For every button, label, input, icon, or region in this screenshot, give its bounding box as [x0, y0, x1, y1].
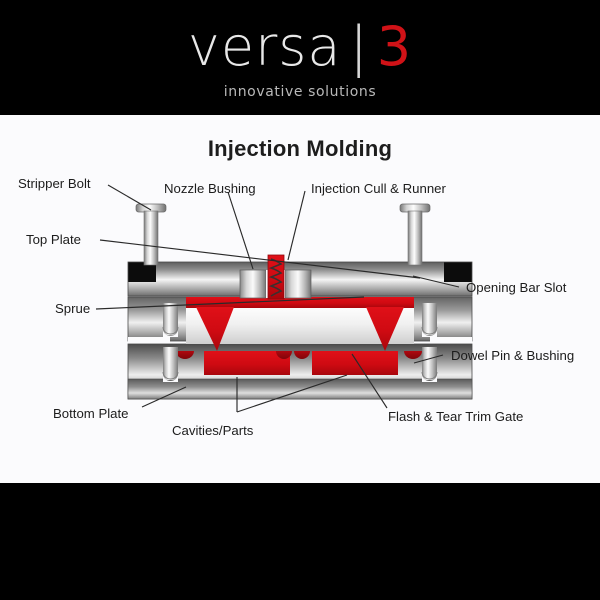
- leader-lines: [95, 184, 460, 413]
- cavity-parts: [204, 351, 398, 375]
- leader-opening-bar-slot: [412, 275, 460, 288]
- leader-injection-cull-runner: [287, 190, 306, 261]
- cavity-part-left: [204, 351, 290, 375]
- label-cavities-parts: Cavities/Parts: [172, 423, 254, 438]
- label-flash-tear-trim-gate: Flash & Tear Trim Gate: [388, 409, 523, 424]
- flash-tear-trim-gates: [176, 351, 422, 359]
- leader-top-plate: [99, 239, 421, 279]
- leader-cavities-parts-b: [236, 374, 348, 413]
- injection-cull-and-runner: [186, 297, 414, 351]
- diagram-panel: Injection Molding: [0, 115, 600, 483]
- leader-bottom-plate: [141, 386, 187, 408]
- label-dowel-pin-bushing: Dowel Pin & Bushing: [451, 348, 574, 363]
- label-top-plate: Top Plate: [26, 232, 81, 247]
- diagram-title: Injection Molding: [207, 136, 393, 161]
- brand-number: 3: [376, 15, 413, 78]
- label-bottom-plate: Bottom Plate: [53, 406, 129, 421]
- leader-flash-tear-trim-gate: [351, 353, 388, 409]
- label-stripper-bolt: Stripper Bolt: [18, 176, 91, 191]
- label-injection-cull-runner: Injection Cull & Runner: [311, 181, 446, 196]
- leader-stripper-bolt: [107, 184, 152, 211]
- dowel-pins-and-bushings: [162, 303, 438, 382]
- opening-bar-slot-right: [444, 262, 472, 282]
- brand-header: versa|3 innovative solutions: [0, 0, 600, 115]
- cavity-part-right: [312, 351, 398, 375]
- figure-labels: Stripper Bolt Nozzle Bushing Injection C…: [18, 176, 574, 438]
- stripper-bolt-left: [135, 203, 167, 266]
- mold-assembly: [127, 203, 473, 400]
- brand-separator: |: [349, 15, 369, 78]
- sprue-wedge-left: [196, 307, 234, 351]
- opening-bar-slot-left: [128, 262, 156, 282]
- stripper-bolt-right: [399, 203, 431, 266]
- label-opening-bar-slot: Opening Bar Slot: [466, 280, 567, 295]
- brand-tagline: innovative solutions: [223, 84, 377, 100]
- sprue-wedge-right: [366, 307, 404, 351]
- sprue-channel: [267, 254, 285, 300]
- mold-core-block: [186, 305, 414, 344]
- brand-name: versa: [187, 15, 342, 78]
- injection-molding-figure: Stripper Bolt Nozzle Bushing Injection C…: [18, 176, 574, 438]
- label-sprue: Sprue: [55, 301, 90, 316]
- label-nozzle-bushing: Nozzle Bushing: [164, 181, 256, 196]
- brand-wordmark: versa|3: [0, 18, 600, 76]
- leader-dowel-pin-bushing: [413, 354, 444, 364]
- nozzle-bushing: [239, 269, 312, 299]
- sprue-coil-texture: [268, 258, 283, 297]
- stripper-bolts: [135, 203, 431, 266]
- leader-sprue: [95, 296, 365, 310]
- leader-nozzle-bushing: [227, 191, 254, 270]
- footer-band: [0, 483, 600, 600]
